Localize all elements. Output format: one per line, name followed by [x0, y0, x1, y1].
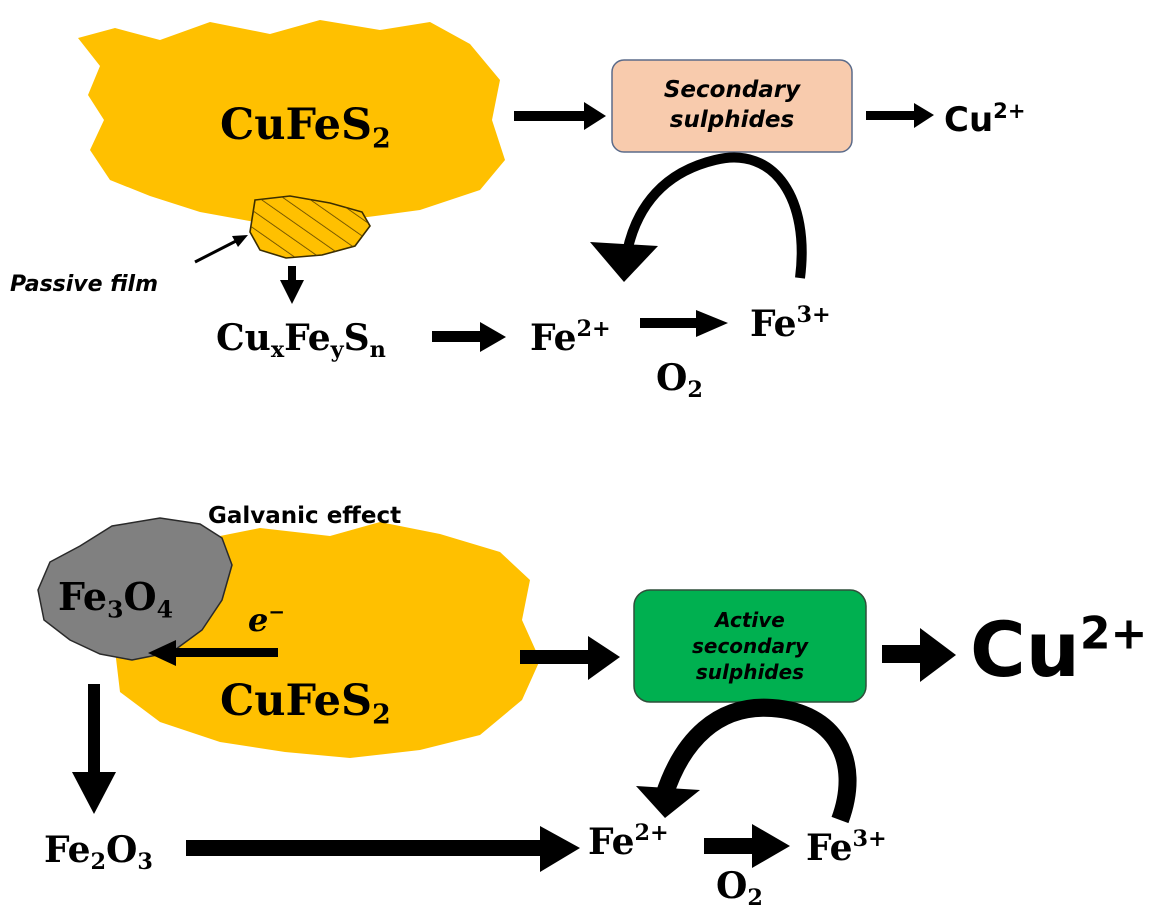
ion-main: Cu [944, 100, 994, 140]
sub-2: 4 [156, 595, 173, 624]
bottom-cycle-curve [655, 698, 857, 824]
formula-main: CuFeS [220, 100, 373, 150]
bottom-cycle-head [636, 786, 700, 818]
sub-2: y [330, 337, 344, 364]
sub-3: n [369, 337, 386, 364]
bottom-chalcopyrite-label: CuFeS2 [220, 680, 391, 729]
top-chalcopyrite-label: CuFeS2 [220, 104, 391, 153]
formula-main: O [716, 865, 748, 907]
arrow-down-passive [288, 266, 296, 282]
part-1: Fe [44, 829, 91, 871]
formula-sub: 2 [372, 699, 391, 731]
top-cu-ion-label: Cu2+ [944, 100, 1026, 140]
box-line-1: Secondary [663, 77, 801, 104]
ion-sup: 3+ [852, 826, 887, 853]
sub-1: x [270, 337, 285, 364]
part-1: Cu [216, 317, 271, 359]
formula-sub: 2 [687, 377, 703, 404]
arrow-fe2o3-to-fe2 [186, 840, 546, 856]
ion-sup: 2+ [634, 820, 669, 847]
passive-film-hatching [250, 196, 370, 258]
arrow-fe2-to-fe3-top-head [696, 310, 728, 337]
arrow-box-to-cu-bottom-head [920, 628, 956, 682]
electron-sup: − [268, 599, 285, 624]
formula-main: CuFeS [220, 676, 373, 726]
ion-sup: 2+ [993, 97, 1026, 123]
box-line-2: sulphides [669, 107, 795, 133]
passive-film-pointer [194, 238, 239, 264]
bottom-cu-ion-label: Cu2+ [970, 612, 1148, 688]
secondary-sulphides-label: Secondary sulphides [612, 60, 852, 152]
arrow-top-to-box [514, 111, 588, 121]
magnetite-particle [37, 517, 233, 661]
arrow-fe2-to-fe3-bottom [704, 838, 756, 854]
electron-label: e− [248, 601, 285, 639]
passive-film-label: Passive film [10, 272, 158, 297]
arrow-fe2o3-to-fe2-head [540, 826, 580, 872]
galvanic-effect-label: Galvanic effect [208, 503, 402, 529]
top-fe2-label: Fe2+ [530, 317, 611, 359]
ion-sup: 2+ [576, 316, 611, 343]
sub-1: 2 [90, 849, 107, 876]
part-3: S [343, 317, 370, 359]
bottom-fe2-label: Fe2+ [588, 821, 669, 863]
bottom-fe3-label: Fe3+ [806, 827, 887, 869]
top-fe3-label: Fe3+ [750, 303, 831, 345]
box-line-2: secondary [691, 634, 808, 658]
arrow-cufes-to-fe2-top [432, 331, 484, 342]
arrow-top-to-box-head [584, 102, 606, 130]
ion-main: Fe [806, 827, 853, 869]
ion-sup: 2+ [1079, 608, 1148, 660]
arrow-box-to-cu-top [866, 111, 918, 120]
electron-transfer-arrow [172, 648, 278, 657]
box-line-3: sulphides [695, 660, 805, 684]
top-oxygen-label: O2 [656, 357, 703, 401]
secondary-sulphides-box [611, 59, 853, 153]
ion-sup: 3+ [796, 302, 831, 329]
arrow-cufes-to-fe2-top-head [480, 322, 506, 352]
arrow-down-magnetite [88, 684, 100, 776]
part-2: O [123, 574, 157, 619]
arrow-bottom-to-box-head [588, 636, 620, 680]
ion-main: Cu [970, 605, 1080, 694]
part-1: Fe [58, 574, 108, 619]
passive-film-pointer-head [232, 235, 248, 247]
sub-2: 3 [137, 849, 153, 876]
formula-main: O [656, 357, 688, 399]
arrow-fe2-to-fe3-top [640, 318, 700, 328]
cuxfeysn-label: CuxFeySn [216, 317, 386, 361]
arrow-down-magnetite-head [72, 772, 116, 814]
electron-transfer-arrow-head [148, 640, 176, 666]
bottom-oxygen-label: O2 [716, 865, 763, 909]
magnetite-label: Fe3O4 [58, 578, 173, 622]
top-cycle-curve [622, 152, 807, 279]
arrow-bottom-to-box [520, 650, 592, 664]
arrow-fe2-to-fe3-bottom-head [752, 824, 790, 868]
top-chalcopyrite-particle [78, 20, 505, 222]
part-2: O [106, 829, 138, 871]
top-cycle-head [590, 242, 658, 282]
ion-main: Fe [588, 821, 635, 863]
formula-sub: 2 [747, 885, 763, 912]
electron-main: e [248, 601, 269, 639]
formula-sub: 2 [372, 123, 391, 155]
active-secondary-sulphides-label: Active secondary sulphides [634, 590, 866, 702]
arrow-box-to-cu-top-head [914, 103, 934, 128]
sub-1: 3 [107, 595, 124, 624]
part-2: Fe [284, 317, 331, 359]
arrow-box-to-cu-bottom [882, 645, 924, 663]
ion-main: Fe [750, 303, 797, 345]
ion-main: Fe [530, 317, 577, 359]
hematite-label: Fe2O3 [44, 829, 153, 873]
box-line-1: Active [715, 608, 785, 632]
arrow-down-passive-head [280, 280, 304, 304]
